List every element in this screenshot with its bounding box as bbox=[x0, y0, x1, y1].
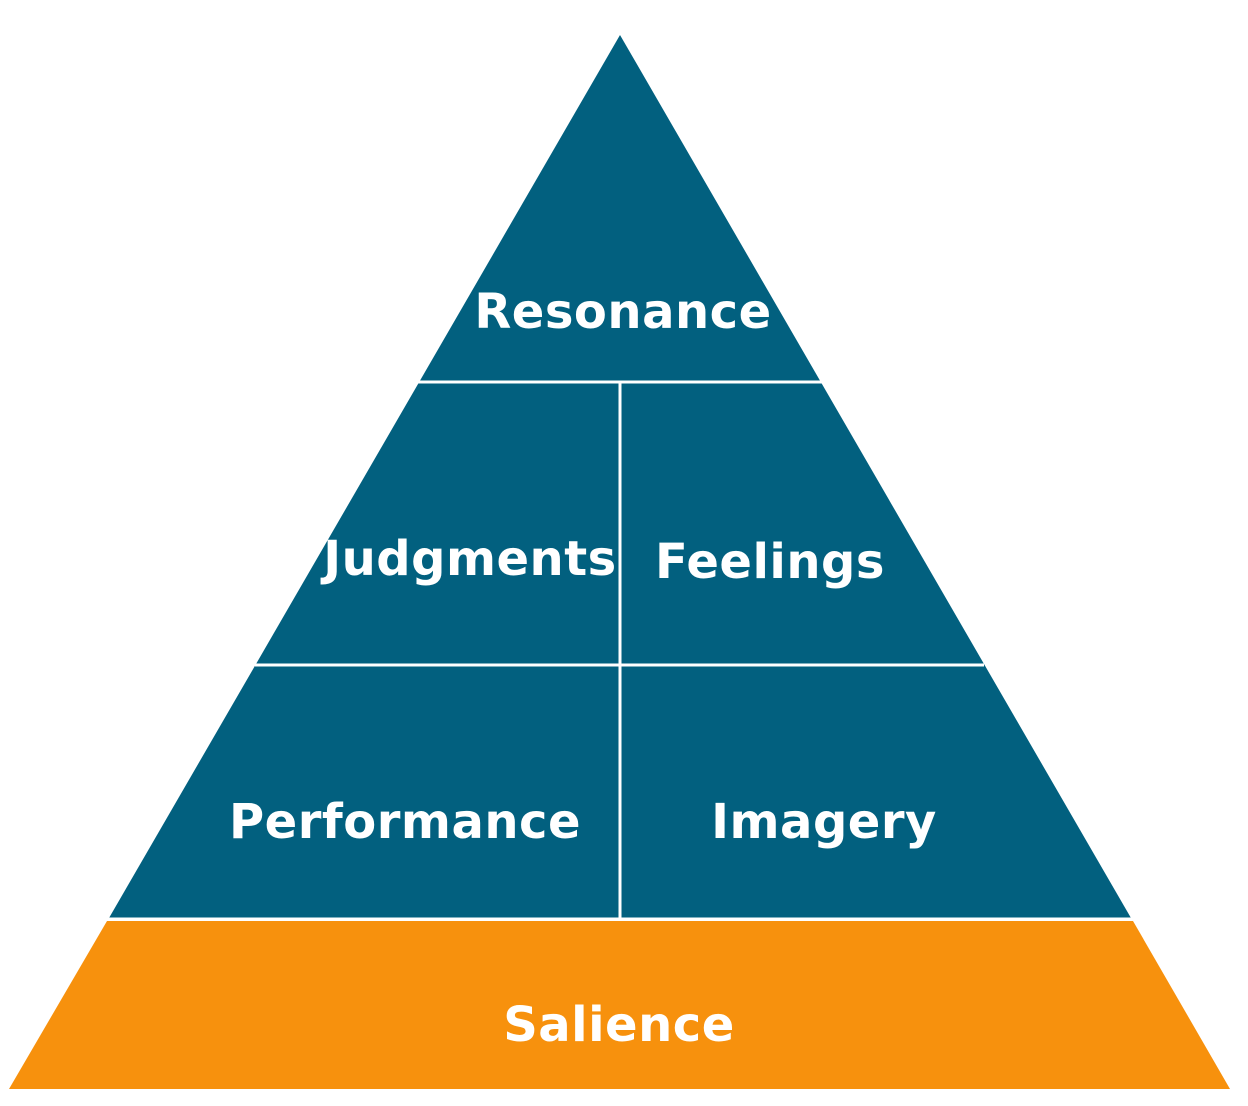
resonance-label: Resonance bbox=[474, 284, 771, 340]
imagery-label: Imagery bbox=[711, 794, 937, 850]
salience-base-band bbox=[9, 921, 1230, 1089]
salience-label: Salience bbox=[503, 997, 735, 1053]
judgments-label: Judgments bbox=[320, 531, 617, 587]
feelings-label: Feelings bbox=[655, 534, 885, 590]
performance-label: Performance bbox=[229, 794, 581, 850]
